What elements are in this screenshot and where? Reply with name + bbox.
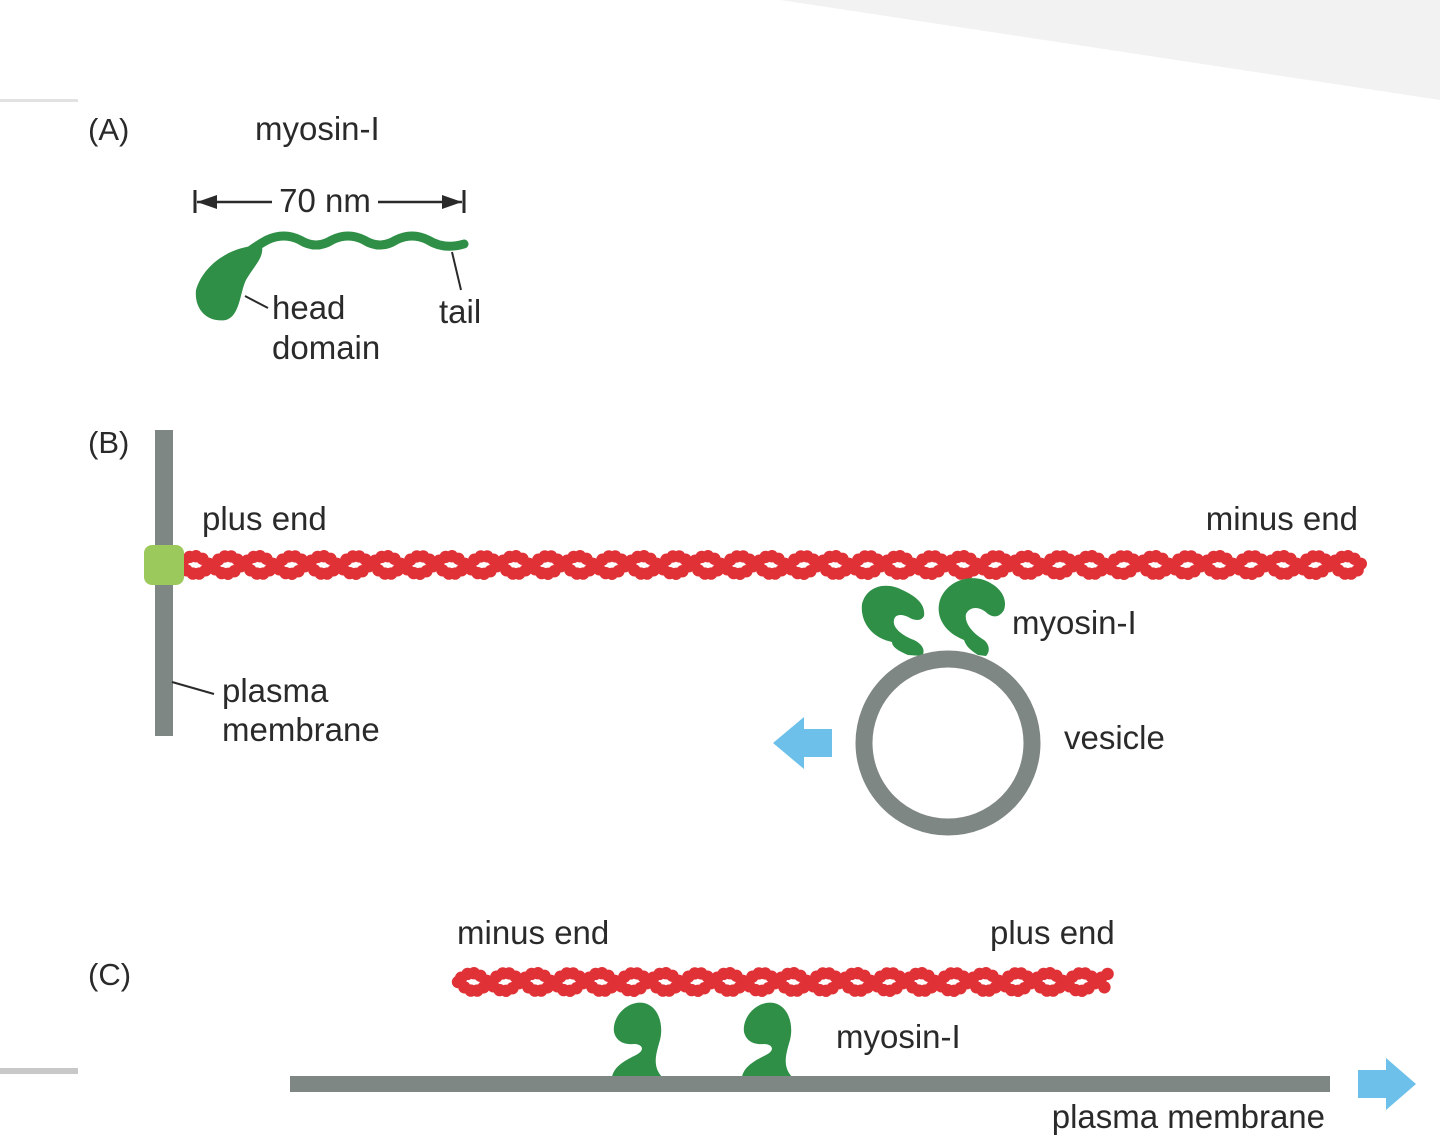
actin-subunit (1098, 981, 1111, 994)
c-myosin-head-1 (612, 1002, 662, 1077)
c-myosin-head-2 (742, 1002, 792, 1077)
actin-filament-c (451, 967, 1114, 997)
b-myosin-head-2 (938, 578, 1006, 656)
membrane-leader-line (171, 681, 215, 695)
horizontal-plasma-membrane (290, 1076, 1330, 1092)
vesicle-label: vesicle (1064, 719, 1165, 756)
b-myosin-head-1 (861, 585, 925, 656)
panel-a-title: myosin-I (255, 110, 380, 147)
tail-label: tail (439, 293, 481, 330)
myosin-tail (231, 231, 469, 267)
panel-a: (A) myosin-I 70 nm head domain ta (88, 110, 481, 366)
panel-b-letter: (B) (88, 425, 129, 460)
actin-subunit (1354, 557, 1368, 570)
scale-label: 70 nm (279, 182, 371, 219)
scale-arrowhead-left (197, 195, 217, 209)
scale-arrowhead-right (442, 195, 462, 209)
myosin-molecule (195, 231, 469, 321)
head-leader-line (244, 295, 269, 309)
panel-a-letter: (A) (88, 112, 129, 147)
background-shade (780, 0, 1440, 100)
c-membrane-label: plasma membrane (1052, 1098, 1325, 1135)
panel-c: (C) minus end plus end myosin-I plasma m… (88, 914, 1416, 1135)
b-plus-end-label: plus end (202, 500, 327, 537)
b-minus-end-label: minus end (1206, 500, 1358, 537)
capping-protein (144, 545, 184, 585)
head-label-line1: head (272, 289, 345, 326)
background-rule-top (0, 99, 78, 102)
c-plus-end-label: plus end (990, 914, 1115, 951)
actin-filament-b (173, 550, 1368, 580)
b-myosin-label: myosin-I (1012, 604, 1137, 641)
vesicle (855, 650, 1041, 836)
actin-subunit (1101, 967, 1114, 981)
b-membrane-label-line1: plasma (222, 672, 329, 709)
tail-leader-line (451, 251, 462, 291)
b-membrane-label-line2: membrane (222, 711, 380, 748)
myosin-head (195, 245, 263, 321)
scale-bar: 70 nm (193, 182, 466, 219)
head-label-line2: domain (272, 329, 380, 366)
b-direction-arrow-left (773, 717, 832, 769)
c-myosin-label: myosin-I (836, 1018, 961, 1055)
c-minus-end-label: minus end (457, 914, 609, 951)
c-direction-arrow-right (1358, 1058, 1416, 1110)
background-rule-bottom (0, 1068, 78, 1074)
panel-b: (B) plus end minus end myosin-I vesicle … (88, 425, 1368, 836)
panel-c-letter: (C) (88, 957, 131, 992)
